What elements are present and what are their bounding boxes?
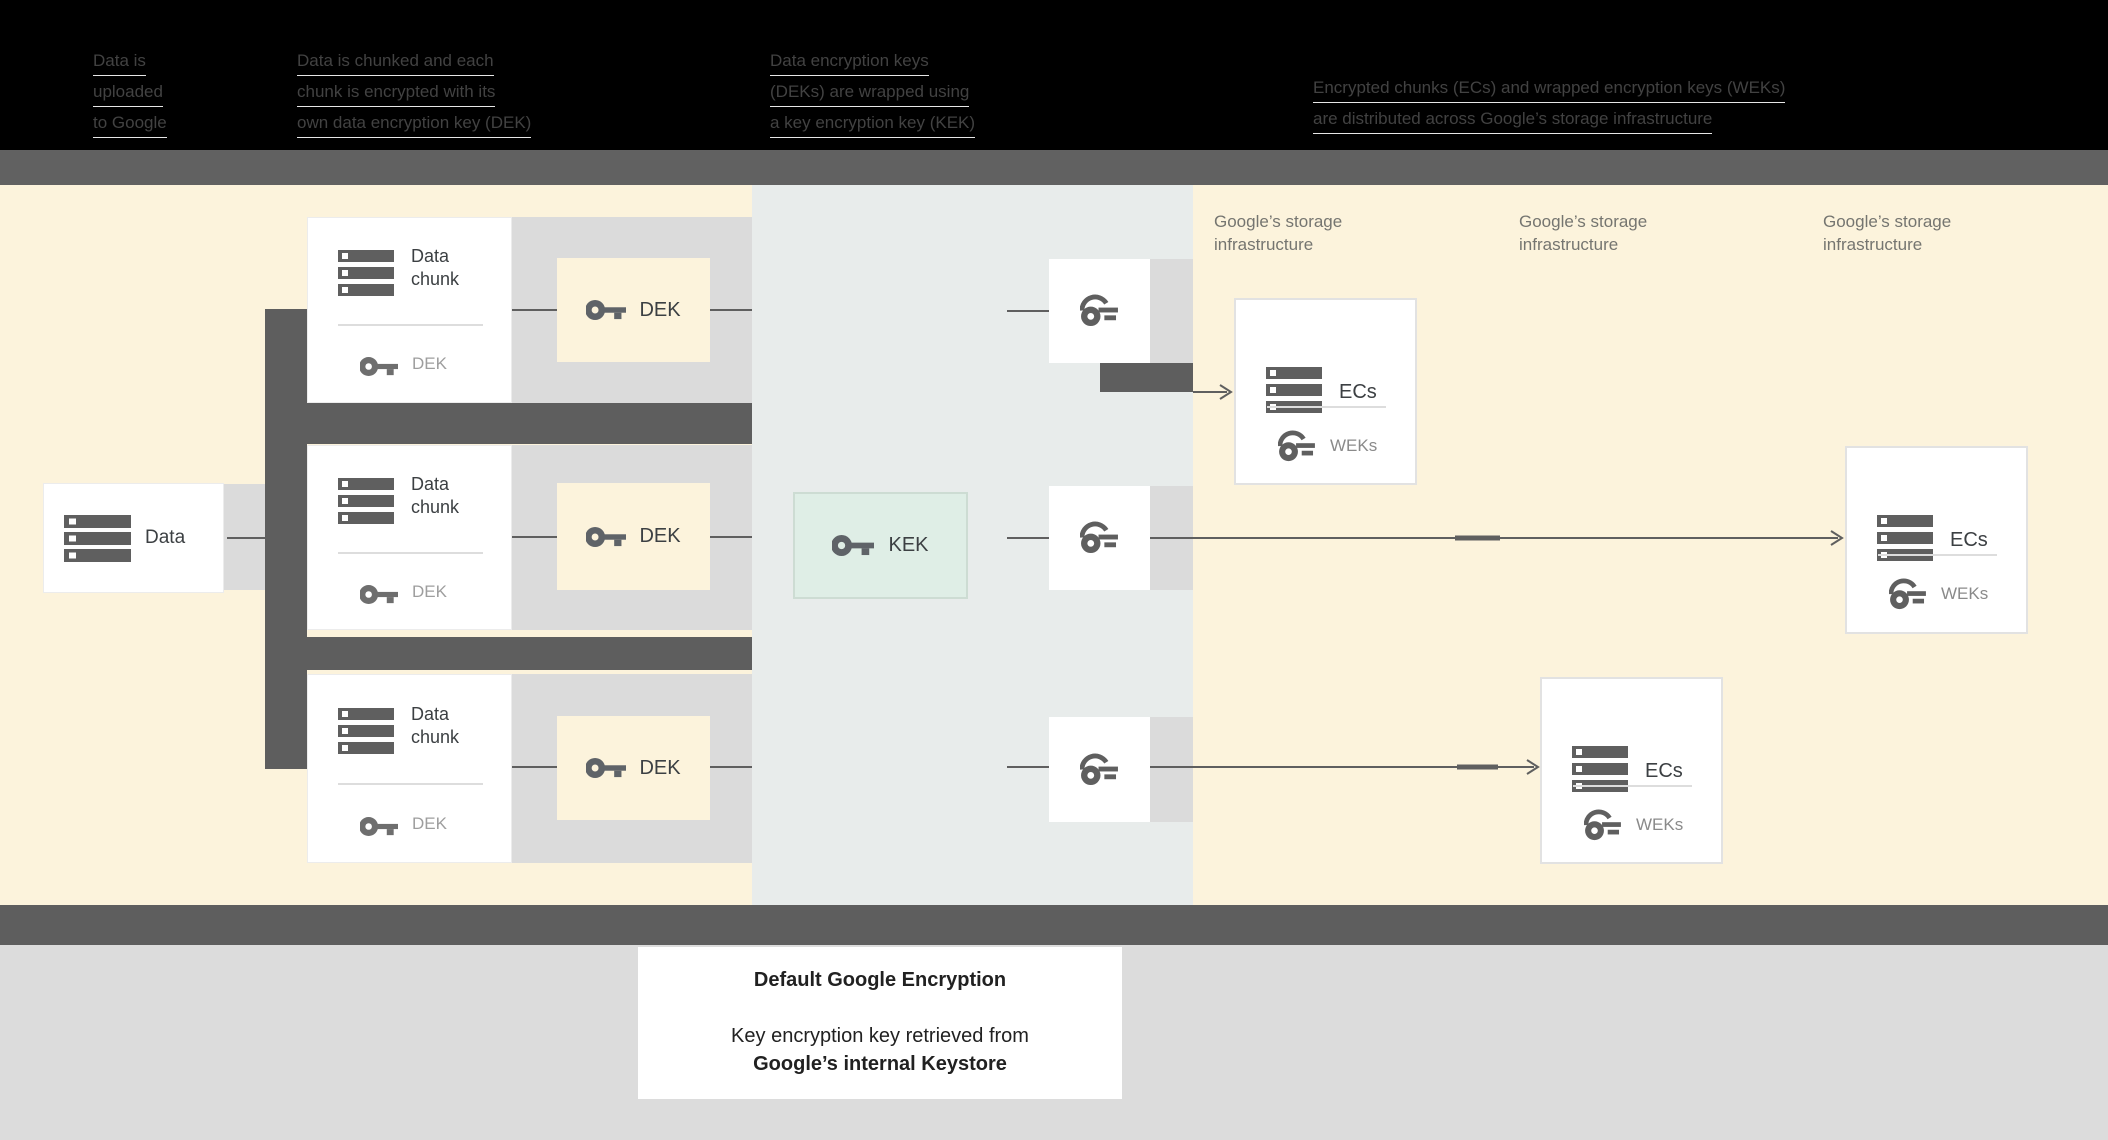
header-step-3-line1: Data encryption keys <box>770 47 929 76</box>
key-icon <box>360 356 398 377</box>
header-step-3-line2: (DEKs) are wrapped using <box>770 78 970 107</box>
dek-box-2: DEK <box>557 483 710 590</box>
data-chunk-box-3: Data chunk DEK <box>307 674 512 863</box>
row-divider-bar-1 <box>265 403 752 444</box>
chunk3-to-dek3-line <box>512 766 557 768</box>
key-icon <box>586 299 627 321</box>
wrap3-in-line <box>1007 766 1049 768</box>
chunk-key-label: DEK <box>412 814 447 833</box>
caption-line2: Google’s internal Keystore <box>753 1053 1007 1075</box>
ecs-divider <box>1878 554 1997 556</box>
dek3-out-line <box>710 766 752 768</box>
kek-box-label: KEK <box>888 534 929 556</box>
chunk-divider <box>338 783 483 785</box>
wrapped-key-box-3 <box>1049 717 1150 822</box>
stack-icon <box>338 708 394 754</box>
data-chunk-title: Data chunk <box>411 704 460 747</box>
kek-box: KEK <box>793 492 968 599</box>
chunk2-to-dek2-line <box>512 536 557 538</box>
dek1-out-line <box>710 309 752 311</box>
data-chunk-title: Data chunk <box>411 246 460 289</box>
header-step-4: Encrypted chunks (ECs) and wrapped encry… <box>1313 74 1786 136</box>
header-step-4-line2: are distributed across Google’s storage … <box>1313 105 1713 134</box>
weks-label: WEKs <box>1941 584 1989 603</box>
wrapped-key-icon <box>1584 809 1622 842</box>
row-divider-bar-2 <box>265 637 752 670</box>
wrapped-key-icon <box>1080 753 1119 787</box>
dek-box-label: DEK <box>639 298 681 321</box>
caption-line1: Key encryption key retrieved from <box>731 1025 1029 1047</box>
storage-label-3: Google’s storage infrastructure <box>1823 212 1952 254</box>
arrow-to-ecs3 <box>1150 759 1540 775</box>
wrapped-key-icon <box>1080 294 1119 328</box>
ecs-label: ECs <box>1950 529 1988 551</box>
data-chunk-title: Data chunk <box>411 474 460 517</box>
dek2-out-line <box>710 536 752 538</box>
header-gray-bar <box>0 150 2108 185</box>
ecs-divider <box>1267 406 1386 408</box>
weks-label: WEKs <box>1330 436 1378 455</box>
ecs-box-3: ECs WEKs <box>1540 677 1723 864</box>
header-step-2: Data is chunked and each chunk is encryp… <box>297 47 532 140</box>
key-icon <box>586 757 627 779</box>
dek-box-label: DEK <box>639 525 681 547</box>
wrap1-in-line <box>1007 310 1049 312</box>
key-icon <box>586 526 627 548</box>
dek-box-3: DEK <box>557 716 710 820</box>
trunk-connector <box>265 309 307 769</box>
header-step-3-line3: a key encryption key (KEK) <box>770 109 976 138</box>
header-step-2-line2: chunk is encrypted with its <box>297 78 496 107</box>
chunk1-to-dek1-line <box>512 309 557 311</box>
wrapped-key-box-1 <box>1049 259 1150 363</box>
ecs-label: ECs <box>1645 760 1683 782</box>
header-step-2-line3: own data encryption key (DEK) <box>297 109 532 138</box>
ecs-divider <box>1573 785 1692 787</box>
ecs-box-2: ECs WEKs <box>1845 446 2028 634</box>
wrapped-key-icon <box>1080 521 1119 555</box>
wrapped-key-icon <box>1889 578 1927 611</box>
bottom-dark-bar <box>0 905 2108 945</box>
stack-icon <box>64 515 131 563</box>
stack-icon <box>338 250 394 296</box>
header-step-1: Data is uploaded to Google <box>93 47 167 140</box>
chunk-divider <box>338 552 483 554</box>
header-step-1-line1: Data is <box>93 47 146 76</box>
key-icon <box>360 816 398 837</box>
chunk-key-label: DEK <box>412 582 447 601</box>
header-step-4-line1: Encrypted chunks (ECs) and wrapped encry… <box>1313 74 1786 103</box>
data-chunk-box-1: Data chunk DEK <box>307 217 512 403</box>
wrapped-key-box-2 <box>1049 486 1150 590</box>
data-box-label: Data <box>145 527 186 548</box>
caption-title: Default Google Encryption <box>753 969 1007 991</box>
arrow-to-ecs2 <box>1150 530 1844 546</box>
wrap1-out-stub <box>1100 363 1193 392</box>
chunk-key-label: DEK <box>412 354 447 373</box>
data-chunk-box-2: Data chunk DEK <box>307 445 512 630</box>
wrap3-band <box>1150 717 1193 822</box>
data-to-trunk-line <box>227 537 265 539</box>
caption-body: Key encryption key retrieved from Google… <box>638 1022 1122 1078</box>
key-icon <box>832 534 875 557</box>
header-step-3: Data encryption keys (DEKs) are wrapped … <box>770 47 976 140</box>
stack-icon <box>338 478 394 524</box>
ecs-label: ECs <box>1339 381 1377 403</box>
weks-label: WEKs <box>1636 815 1684 834</box>
storage-label-2: Google’s storage infrastructure <box>1519 212 1648 254</box>
header-step-1-line3: to Google <box>93 109 167 138</box>
wrap1-band <box>1150 259 1193 363</box>
dek-box-label: DEK <box>639 756 681 779</box>
data-box: Data <box>43 483 224 593</box>
dek-box-1: DEK <box>557 258 710 362</box>
ecs-box-1: ECs WEKs <box>1234 298 1417 485</box>
kek-to-wrap2-line <box>1007 537 1049 539</box>
storage-label-1: Google’s storage infrastructure <box>1214 212 1343 254</box>
wrapped-key-icon <box>1278 430 1316 463</box>
caption-box: Default Google Encryption Key encryption… <box>638 947 1122 1099</box>
header-step-1-line2: uploaded <box>93 78 163 107</box>
header-step-2-line1: Data is chunked and each <box>297 47 494 76</box>
key-icon <box>360 584 398 605</box>
chunk-divider <box>338 324 483 326</box>
arrow-to-ecs1 <box>1193 384 1233 400</box>
